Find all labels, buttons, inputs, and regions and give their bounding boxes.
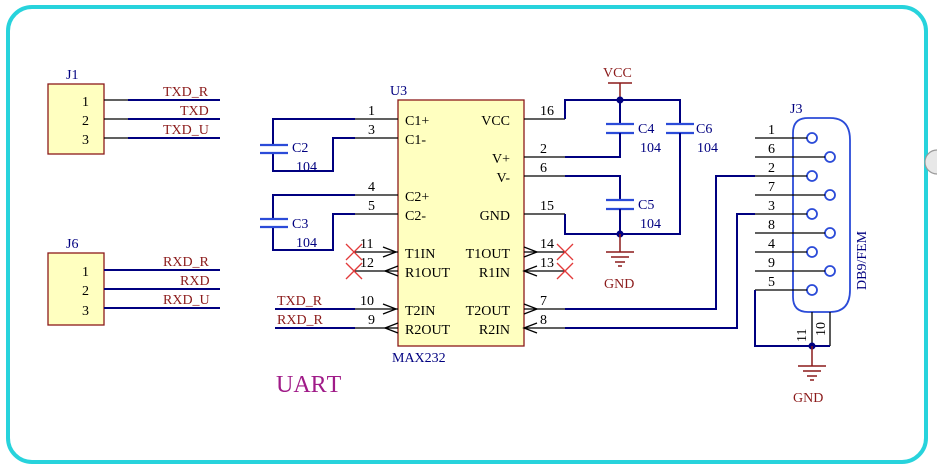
c5-ref: C5	[638, 198, 654, 213]
sheet-title: UARТ	[276, 372, 342, 398]
no-connect-marks	[345, 243, 574, 280]
u3-pin-name-t2out: T2OUT	[466, 304, 511, 319]
j6-pin-2: 2	[82, 284, 89, 299]
u3-pin-name-vcc: VCC	[481, 114, 510, 129]
connector-j6: J6 1 2 3 RXD_R RXD RXD_U	[47, 237, 220, 326]
c6-value: 104	[697, 141, 718, 156]
c3-value: 104	[296, 236, 317, 251]
vcc-label: VCC	[603, 66, 632, 81]
j3-ref: J3	[790, 102, 802, 117]
j3-pin-1: 1	[768, 123, 775, 138]
j6-net-2: RXD	[180, 274, 210, 289]
c2-value: 104	[296, 160, 317, 175]
scroll-handle[interactable]	[924, 149, 937, 175]
connector-j1: J1 1 2 3 TXD_R TXD TXD_U	[47, 68, 220, 155]
j6-pin-1: 1	[82, 265, 89, 280]
connector-j3-db9: J3 DB9/FEM 1 6 2 7	[754, 102, 870, 406]
u3-pin-num-16: 16	[540, 104, 554, 119]
j3-shell-10: 10	[814, 322, 829, 336]
u3-pin-name-t1out: T1OUT	[466, 247, 511, 262]
u3-pin-name-r2out: R2OUT	[405, 323, 451, 338]
power-network: VCC C4 104 C6 104 C5 104 GND	[564, 66, 718, 292]
u3-pin-num-5: 5	[368, 199, 375, 214]
u3-pin-name-c1m: C1-	[405, 133, 426, 148]
j3-part: DB9/FEM	[855, 230, 870, 290]
u3-pin-name-vplus: V+	[492, 152, 510, 167]
u3-pin-num-3: 3	[368, 123, 375, 138]
j1-net-3: TXD_U	[163, 123, 209, 138]
j3-shell-11: 11	[795, 329, 810, 342]
u3-pin-name-r1in: R1IN	[479, 266, 510, 281]
j1-net-1: TXD_R	[163, 85, 209, 100]
u3-pin-num-1: 1	[368, 104, 375, 119]
u3-net-t2in: TXD_R	[277, 294, 323, 309]
u3-part: MAX232	[392, 351, 446, 366]
gnd-label-u3: GND	[604, 277, 634, 292]
j3-pin-5: 5	[768, 275, 775, 290]
u3-pin-name-c2m: C2-	[405, 209, 426, 224]
j6-body	[47, 252, 105, 326]
u3-pin-name-t2in: T2IN	[405, 304, 435, 319]
j6-ref: J6	[66, 237, 78, 252]
u3-pin-num-14: 14	[540, 237, 554, 252]
u3-pin-num-13: 13	[540, 256, 554, 271]
capacitor-c3: C3 104	[260, 194, 355, 251]
j6-pin-3: 3	[82, 304, 89, 319]
j1-pin-2: 2	[82, 114, 89, 129]
c3-ref: C3	[292, 217, 308, 232]
sheet-frame	[6, 5, 928, 464]
wire-r2in-j3	[565, 213, 755, 329]
ic-u3-max232: U3 MAX232 C1+ C1- C2+ C2- T1IN R1OUT T2I…	[275, 84, 574, 366]
j3-pin-2: 2	[768, 161, 775, 176]
u3-pin-name-c1p: C1+	[405, 114, 429, 129]
u3-pin-num-11: 11	[360, 237, 373, 252]
c4-value: 104	[640, 141, 661, 156]
u3-net-r2out: RXD_R	[277, 313, 324, 328]
u3-pin-name-vminus: V-	[497, 171, 511, 186]
capacitor-c2: C2 104	[260, 118, 355, 175]
c6-ref: C6	[696, 122, 712, 137]
u3-pin-num-10: 10	[360, 294, 374, 309]
u3-pin-num-2: 2	[540, 142, 547, 157]
c2-ref: C2	[292, 141, 308, 156]
j3-pin-9: 9	[768, 256, 775, 271]
j6-net-1: RXD_R	[163, 255, 210, 270]
j1-body	[47, 83, 105, 155]
j6-net-3: RXD_U	[163, 293, 210, 308]
j3-pin-8: 8	[768, 218, 775, 233]
u3-body	[397, 99, 525, 347]
u3-pin-name-t1in: T1IN	[405, 247, 435, 262]
j3-pin-4: 4	[768, 237, 775, 252]
u3-pin-num-4: 4	[368, 180, 375, 195]
u3-pin-num-15: 15	[540, 199, 554, 214]
j1-pin-3: 3	[82, 133, 89, 148]
j3-pin-3: 3	[768, 199, 775, 214]
u3-pin-num-7: 7	[540, 294, 547, 309]
u3-pin-name-r2in: R2IN	[479, 323, 510, 338]
wire-t2out-j3	[565, 175, 755, 310]
u3-pin-num-12: 12	[360, 256, 374, 271]
j1-ref: J1	[66, 68, 78, 83]
j1-pin-1: 1	[82, 95, 89, 110]
c4-ref: C4	[638, 122, 654, 137]
c5-value: 104	[640, 217, 661, 232]
u3-pin-name-r1out: R1OUT	[405, 266, 451, 281]
gnd-label-j3: GND	[793, 391, 823, 406]
u3-ref: U3	[390, 84, 407, 99]
u3-pin-name-c2p: C2+	[405, 190, 429, 205]
u3-pin-num-8: 8	[540, 313, 547, 328]
j3-pin-6: 6	[768, 142, 775, 157]
u3-pin-num-6: 6	[540, 161, 547, 176]
j1-net-2: TXD	[180, 104, 209, 119]
j3-pin-7: 7	[768, 180, 775, 195]
u3-pin-name-gnd: GND	[480, 209, 510, 224]
u3-pin-num-9: 9	[368, 313, 375, 328]
